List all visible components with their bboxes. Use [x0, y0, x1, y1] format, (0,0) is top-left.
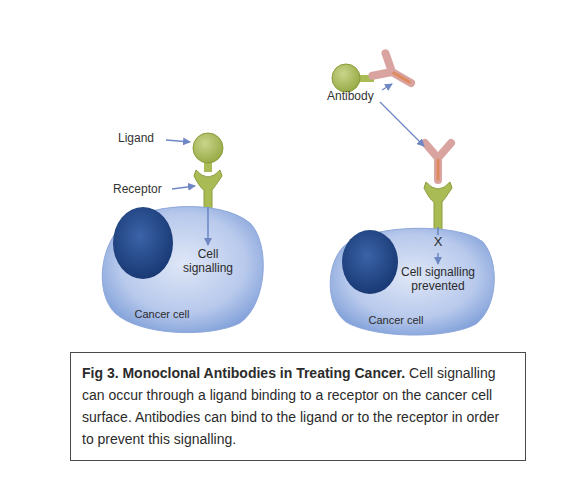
- cell-name: Cancer cell: [356, 314, 436, 327]
- cancer-cell: Cell signallingCancer cell: [100, 198, 268, 336]
- part-label: Antibody: [327, 89, 374, 103]
- leader-line: [380, 102, 424, 146]
- caption-box: Fig 3. Monoclonal Antibodies in Treating…: [70, 352, 526, 461]
- cancer-cell: X Cell signalling preventedCancer cell: [328, 222, 500, 338]
- part-label: Ligand: [118, 131, 154, 145]
- cell-name: Cancer cell: [122, 308, 202, 321]
- cell-text: Cell signalling: [173, 248, 243, 276]
- antibody: [373, 53, 418, 94]
- antibody: [425, 143, 451, 180]
- leader-line: [172, 186, 195, 189]
- receptor: [194, 170, 222, 210]
- leader-line: [382, 84, 392, 90]
- leader-line: [166, 140, 190, 142]
- receptor: [424, 182, 452, 232]
- part-label: Receptor: [113, 182, 162, 196]
- block-mark: X: [428, 235, 448, 250]
- cell-text: Cell signalling prevented: [398, 266, 478, 294]
- ligand: [193, 133, 223, 172]
- ligand: [332, 64, 374, 92]
- caption-heading: Fig 3. Monoclonal Antibodies in Treating…: [82, 365, 405, 381]
